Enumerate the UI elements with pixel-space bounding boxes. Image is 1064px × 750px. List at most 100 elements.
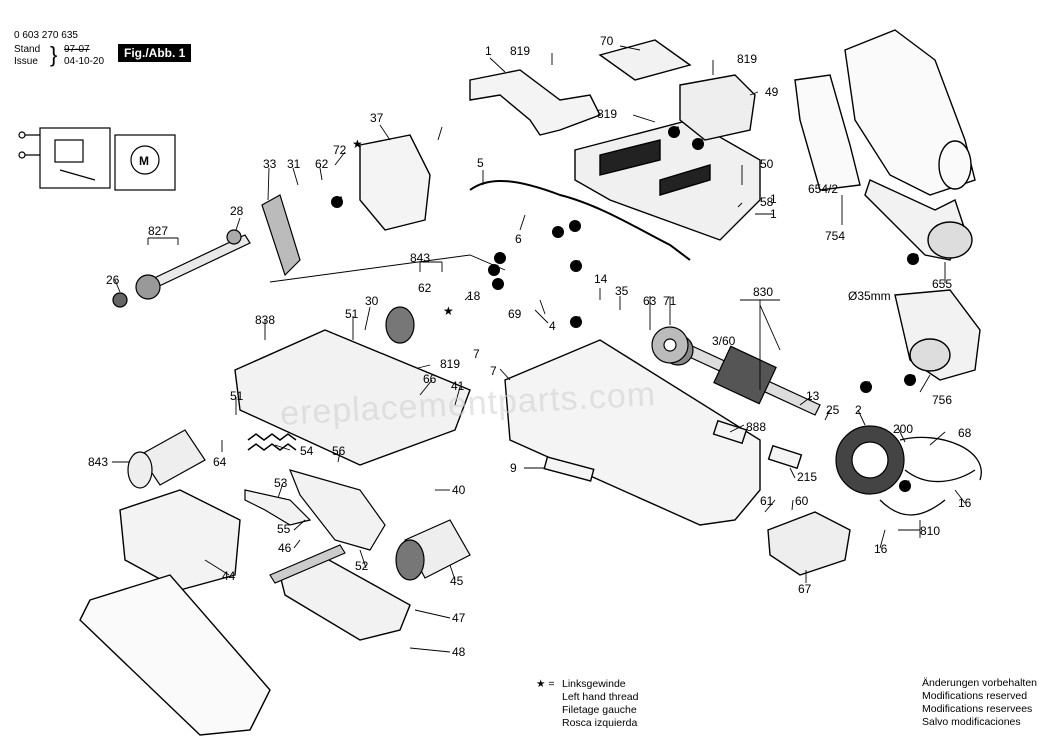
callout: 60 xyxy=(795,494,809,508)
front-roller xyxy=(127,429,206,489)
callout: 41 xyxy=(451,379,465,393)
callout: 843 xyxy=(88,455,108,469)
note-line: Salvo modificaciones xyxy=(922,716,1021,728)
callout: 6 xyxy=(515,232,522,246)
callout: 7 xyxy=(473,347,480,361)
callout: 16 xyxy=(874,542,888,556)
note-line: Modifications reservees xyxy=(922,703,1033,715)
dust-adapter-756 xyxy=(894,289,981,381)
callout: 830 xyxy=(753,285,773,299)
callout: 819 xyxy=(737,52,757,66)
note-line: Linksgewinde xyxy=(562,678,626,690)
callout: 62 xyxy=(418,281,432,295)
bracket-symbol: } xyxy=(50,42,58,67)
drive-belt xyxy=(261,194,301,277)
callout: 55 xyxy=(277,522,291,536)
circle-letter: B xyxy=(491,262,500,276)
callout: 18 xyxy=(467,289,481,303)
tension-lever xyxy=(244,489,312,526)
cover-plate xyxy=(598,39,692,81)
circle-letter: G xyxy=(907,372,916,386)
wiring-schematic xyxy=(18,127,176,191)
circle-letter: H xyxy=(334,194,343,208)
callout: 3/60 xyxy=(712,334,736,348)
callout: 33 xyxy=(263,157,277,171)
circle-letter: D xyxy=(572,218,581,232)
upper-housing xyxy=(574,119,761,241)
star-symbol: ★ xyxy=(352,137,363,151)
lower-housing xyxy=(234,329,471,466)
rear-roller xyxy=(395,519,471,581)
callout: 51 xyxy=(230,389,244,403)
callout: 1 xyxy=(485,44,492,58)
callout: 67 xyxy=(798,582,812,596)
callout: 66 xyxy=(423,372,437,386)
note-line: Filetage gauche xyxy=(562,704,637,716)
note-line: Modifications reserved xyxy=(922,690,1028,702)
callout: 25 xyxy=(826,403,840,417)
callout: 49 xyxy=(765,85,779,99)
callout: 30 xyxy=(365,294,379,308)
circle-letter: G xyxy=(695,136,704,150)
callout: 16 xyxy=(958,496,972,510)
callout: 819 xyxy=(510,44,530,58)
callout: 54 xyxy=(300,444,314,458)
callout: 838 xyxy=(255,313,275,327)
callout: 45 xyxy=(450,574,464,588)
callout: 63 xyxy=(643,294,657,308)
callout: 58 xyxy=(760,195,774,209)
pin-46 xyxy=(269,544,346,584)
motor-symbol: M xyxy=(139,154,149,168)
callout: 47 xyxy=(452,611,466,625)
callout: 4 xyxy=(549,319,556,333)
callout: 7 xyxy=(490,364,497,378)
circle-letter: E xyxy=(902,478,910,492)
callout-labels: 1 819 70 819 49 819 37 72 62 31 33 28 82… xyxy=(88,34,972,659)
callout: 64 xyxy=(213,455,227,469)
pulley-30 xyxy=(385,306,415,344)
circle-letter: F xyxy=(863,379,870,393)
part-number: 0 603 270 635 xyxy=(14,30,78,41)
circle-letter: H xyxy=(671,124,680,138)
spring-54 xyxy=(247,433,297,451)
power-cord xyxy=(469,179,691,261)
note-line: Rosca izquierda xyxy=(562,717,638,729)
callout: 40 xyxy=(452,483,466,497)
callout: 72 xyxy=(333,143,347,157)
stand-label: Stand xyxy=(14,44,41,55)
issue-value: 04-10-20 xyxy=(64,56,105,67)
callout: 1 xyxy=(770,207,777,221)
callout: 51 xyxy=(345,307,359,321)
callout: 56 xyxy=(332,444,346,458)
callout: 200 xyxy=(893,422,913,436)
callout: 70 xyxy=(600,34,614,48)
circled-letters: H H G A D A B D F E G G F E xyxy=(331,124,919,492)
callout: 62 xyxy=(315,157,329,171)
callout: 28 xyxy=(230,204,244,218)
drive-shaft xyxy=(112,229,251,308)
gear-71 xyxy=(651,326,689,364)
callout: 13 xyxy=(806,389,820,403)
callout: 37 xyxy=(370,111,384,125)
circle-letter: E xyxy=(573,314,581,328)
callout: 819 xyxy=(440,357,460,371)
callout: 35 xyxy=(615,284,629,298)
sanding-belt xyxy=(79,574,271,736)
callout: 5 xyxy=(477,156,484,170)
callout: 14 xyxy=(594,272,608,286)
dust-adapter-655 xyxy=(864,179,973,261)
callout: 26 xyxy=(106,273,120,287)
dust-bag xyxy=(794,29,976,196)
callout: 819 xyxy=(597,107,617,121)
callout: 53 xyxy=(274,476,288,490)
field-coil xyxy=(835,425,905,495)
callout: 50 xyxy=(760,157,774,171)
callout: 52 xyxy=(355,559,369,573)
callout: 9 xyxy=(510,461,517,475)
callout: 888 xyxy=(746,420,766,434)
callout: 215 xyxy=(797,470,817,484)
stand-value: 97-07 xyxy=(64,44,90,55)
switch-67 xyxy=(767,511,851,576)
modifications-note: Änderungen vorbehalten Modifications res… xyxy=(922,677,1037,729)
